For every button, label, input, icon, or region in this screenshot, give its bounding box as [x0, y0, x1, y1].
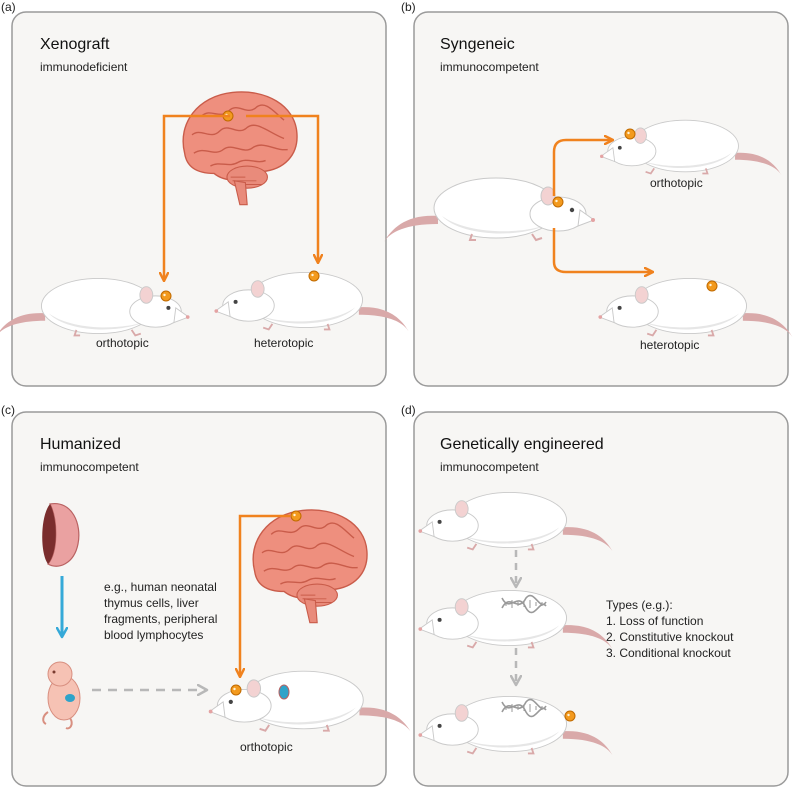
arrow-to-heterotopic	[246, 114, 318, 262]
panel-b-label-heterotopic: heterotopic	[640, 338, 700, 352]
arrow-to-orthotopic	[552, 140, 612, 196]
panel-d-type-2: 2. Constitutive knockout	[606, 630, 734, 644]
thymus-implant-icon	[278, 684, 290, 700]
panel-a-letter: (a)	[1, 0, 16, 14]
panel-c-example-line-1: e.g., human neonatal	[104, 580, 217, 594]
arrow-to-heterotopic	[552, 228, 652, 272]
panel-c-example-line-4: blood lymphocytes	[104, 628, 204, 642]
panel-d-letter: (d)	[401, 403, 416, 417]
panel-d-subtitle: immunocompetent	[440, 460, 539, 474]
panel-b-subtitle: immunocompetent	[440, 60, 539, 74]
panel-d-type-1: 1. Loss of function	[606, 614, 704, 628]
neonatal-pup-icon	[42, 661, 81, 730]
tumor-icon	[290, 510, 302, 522]
tumor-icon	[308, 270, 320, 282]
panel-c-example-line-3: fragments, peripheral	[104, 612, 218, 626]
tumor-icon	[552, 196, 564, 208]
panel-b-letter: (b)	[401, 0, 416, 14]
panel-a-title: Xenograft	[40, 36, 110, 53]
panel-d-title: Genetically engineered	[440, 436, 604, 453]
panel-c-example-line-2: thymus cells, liver	[104, 596, 199, 610]
panel-a-subtitle: immunodeficient	[40, 60, 128, 74]
panel-a-label-orthotopic: orthotopic	[96, 336, 149, 350]
panel-b-title: Syngeneic	[440, 36, 515, 53]
panel-d-type-3: 3. Conditional knockout	[606, 646, 731, 660]
tumor-icon	[160, 290, 172, 302]
tumor-icon	[564, 710, 576, 722]
tumor-icon	[624, 128, 636, 140]
tumor-icon	[706, 280, 718, 292]
panel-c-subtitle: immunocompetent	[40, 460, 139, 474]
panel-b-label-orthotopic: orthotopic	[650, 176, 703, 190]
panel-c-title: Humanized	[40, 436, 121, 453]
thymus-icon	[42, 503, 80, 567]
panel-d-types-heading: Types (e.g.):	[606, 598, 673, 612]
panel-c-label-orthotopic: orthotopic	[240, 740, 293, 754]
arrow-to-orthotopic	[164, 114, 230, 280]
panel-a-label-heterotopic: heterotopic	[254, 336, 314, 350]
panel-c-letter: (c)	[1, 403, 15, 417]
tumor-icon	[230, 684, 242, 696]
arrow-to-orthotopic	[240, 514, 290, 676]
